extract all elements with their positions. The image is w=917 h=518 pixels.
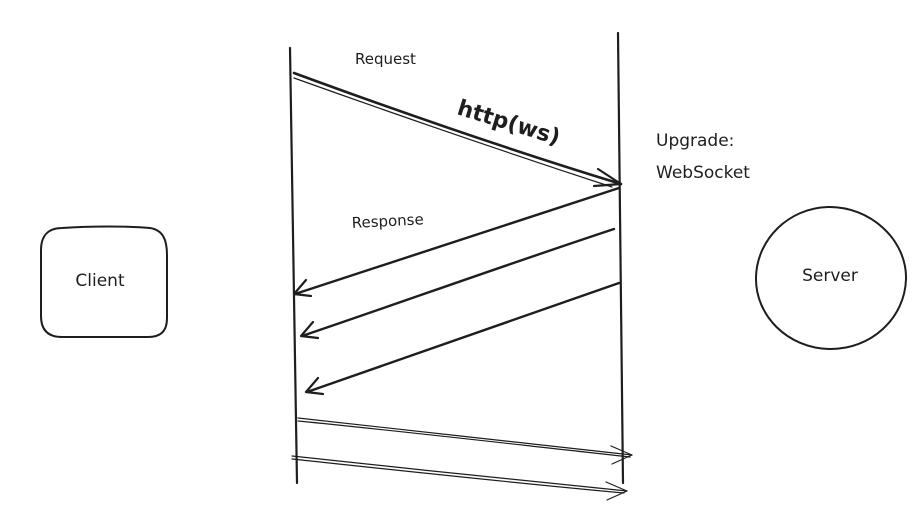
client-to-server-arrow-2	[291, 455, 628, 501]
upgrade-label-line1: Upgrade:	[656, 131, 734, 151]
server-node[interactable]: Server	[754, 205, 908, 351]
client-node[interactable]: Client	[40, 225, 168, 338]
request-label: Request	[355, 50, 416, 68]
request-arrowhead	[592, 167, 623, 188]
response-arrow-1	[292, 186, 621, 298]
client-label: Client	[75, 271, 125, 291]
response-label: Response	[351, 210, 424, 232]
client-box	[40, 225, 168, 338]
request-arrow	[292, 71, 623, 188]
client-to-server-arrow-1	[297, 417, 633, 465]
server-circle	[754, 205, 908, 351]
server-lifeline	[616, 31, 625, 485]
server-label: Server	[802, 266, 858, 286]
upgrade-label-line2: WebSocket	[656, 163, 750, 183]
protocol-label: http(ws)	[454, 96, 563, 151]
response-arrow-2	[299, 227, 616, 340]
client-lifeline	[288, 46, 299, 485]
response-arrow-3	[304, 281, 621, 396]
